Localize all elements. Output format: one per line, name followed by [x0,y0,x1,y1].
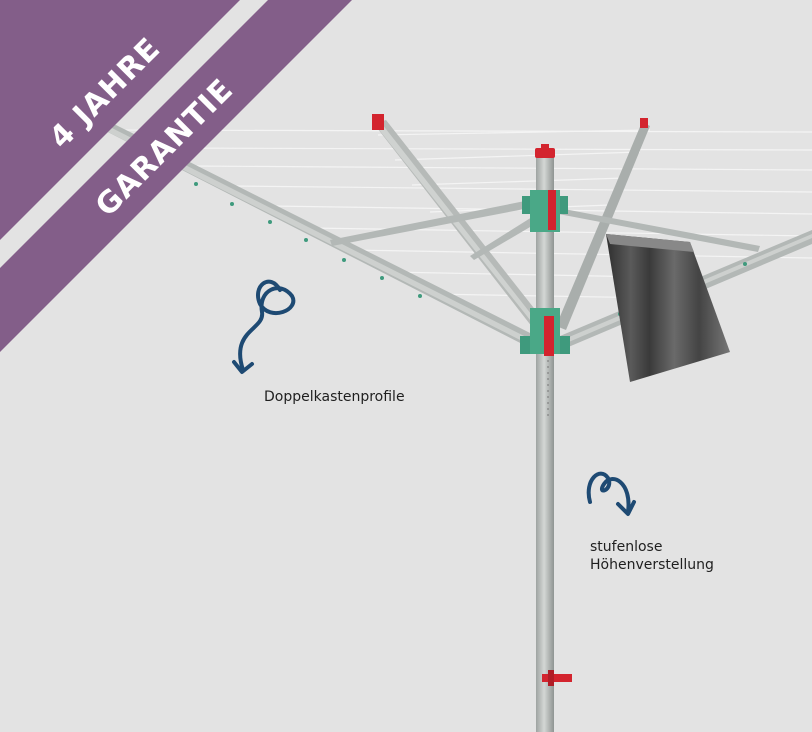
pole-top-cap [535,144,555,158]
annotation-height-line-2: Höhenverstellung [590,557,714,573]
arrow-curl-icon [232,279,296,374]
arrow-curl-icon-2 [586,471,636,516]
guarantee-badge: 4 JAHRE GARANTIE [0,0,352,352]
annotation-height: stufenlose Höhenverstellung [590,538,714,574]
towel [606,234,730,382]
lower-hub [520,308,570,356]
ribbon-top [0,0,240,240]
upper-hub [522,190,568,232]
annotation-profile: Doppelkastenprofile [264,388,405,406]
ground-clamp [542,670,572,686]
ribbon-bottom [0,0,352,352]
dryer-arm-left [96,122,540,348]
annotation-profile-text: Doppelkastenprofile [264,389,405,405]
dryer-arm-upper [372,114,548,332]
dryer-arm-back [556,118,650,330]
dryer-struts [330,198,760,260]
annotation-height-line-1: stufenlose [590,539,663,555]
pole [536,150,554,732]
